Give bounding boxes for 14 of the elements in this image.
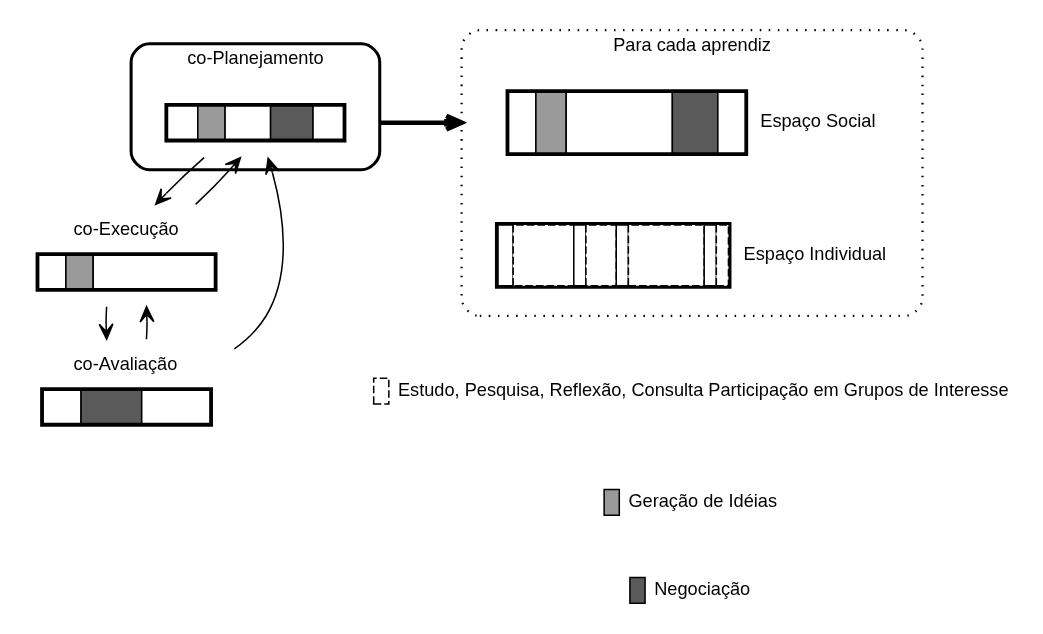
node-label: co-Execução: [73, 218, 179, 239]
legend-label: Geração de Idéias: [628, 490, 778, 511]
node-label: co-Avaliação: [73, 353, 178, 374]
legend-label: Negociação: [654, 578, 751, 599]
legend-label: Estudo, Pesquisa, Reflexão, Consulta Participação em Grupos de Interesse: [397, 379, 1009, 400]
arrow: [233, 156, 285, 350]
arrow: [139, 305, 155, 340]
node-label: Espaço Social: [760, 110, 876, 131]
arrow: [194, 156, 242, 205]
node-label: Espaço Individual: [743, 243, 887, 264]
cluster: co-Planejamento: [129, 41, 382, 171]
arrow: [98, 305, 114, 340]
arrow: [379, 113, 464, 132]
arrow: [154, 156, 205, 205]
